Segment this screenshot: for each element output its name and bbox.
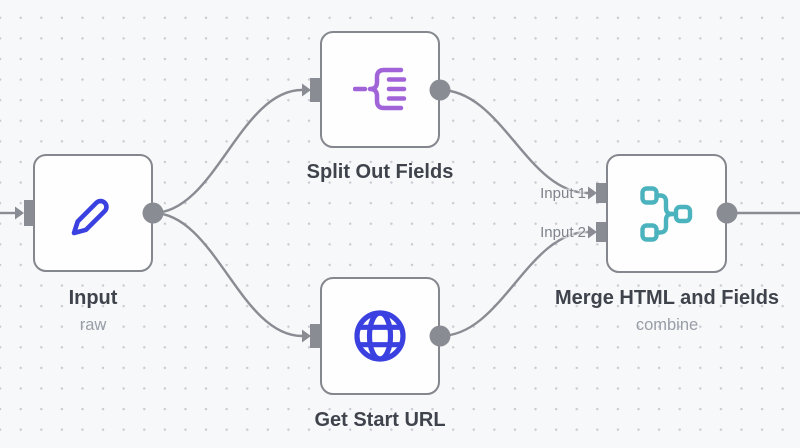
arrowhead-icon (15, 206, 24, 220)
globe-icon (354, 310, 406, 362)
input-port-getstarturl-node[interactable] (310, 324, 320, 348)
node-title-get-start-url: Get Start URL (314, 409, 446, 431)
arrowhead-icon (588, 225, 597, 239)
merge-icon (639, 185, 692, 242)
arrowhead-icon (588, 186, 597, 200)
input1-port-merge-node[interactable] (596, 183, 606, 203)
node-split-out-fields[interactable] (320, 31, 440, 148)
node-title-input: Input (68, 287, 118, 309)
node-merge[interactable] (606, 154, 727, 273)
node-subtitle-input: raw (79, 316, 107, 334)
node-get-start-url[interactable] (320, 277, 440, 395)
input-port-input-node[interactable] (24, 200, 34, 226)
connection-split-to-merge-input1[interactable] (439, 88, 589, 195)
split-out-icon (353, 67, 407, 111)
arrowhead-icon (302, 329, 311, 343)
node-title-merge: Merge HTML and Fields (554, 287, 780, 309)
input-port-split-node[interactable] (310, 78, 320, 102)
connection-input-to-split[interactable] (152, 88, 303, 215)
connection-getstarturl-to-merge-input2[interactable] (439, 230, 589, 338)
output-port-getstarturl-node[interactable] (429, 325, 451, 347)
output-port-input-node[interactable] (142, 202, 164, 224)
pencil-icon (71, 198, 109, 236)
output-port-merge-node[interactable] (716, 202, 738, 224)
output-port-split-node[interactable] (429, 79, 451, 101)
node-title-split-out-fields: Split Out Fields (306, 161, 454, 183)
input2-port-merge-node[interactable] (596, 222, 606, 242)
node-input[interactable] (33, 154, 153, 272)
node-subtitle-merge: combine (635, 316, 699, 334)
merge-input1-label: Input 1 (540, 185, 586, 202)
arrowhead-icon (302, 83, 311, 97)
merge-input2-label: Input 2 (540, 224, 586, 241)
connection-input-to-getstarturl[interactable] (152, 211, 303, 338)
